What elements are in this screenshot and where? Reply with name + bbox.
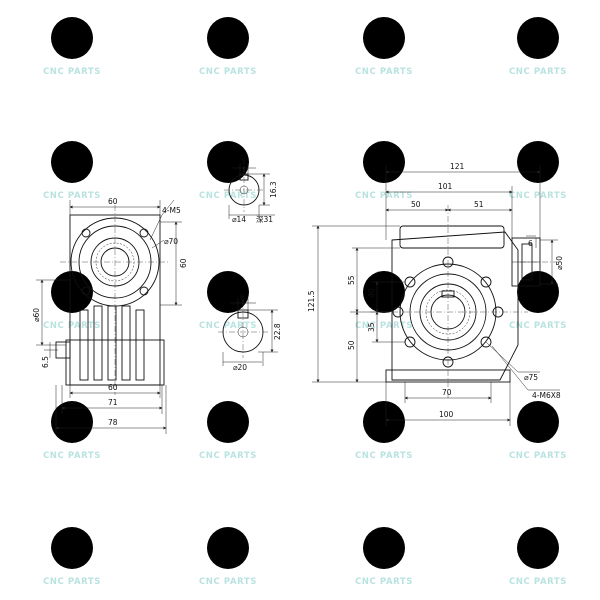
dim-h35: 35 <box>367 322 376 332</box>
dim-input-dia: ⌀50 <box>555 256 564 270</box>
watermark-logo: CNC PARTS <box>199 141 257 201</box>
watermark-logo: CNC PARTS <box>509 271 567 331</box>
watermark-logo: CNC PARTS <box>199 271 257 331</box>
dim-holes-m5: 4-M5 <box>162 206 181 215</box>
dim-bore-14: ⌀14 <box>232 215 246 224</box>
dim-flange-dia: ⌀70 <box>164 237 178 246</box>
front-bolt-hole <box>480 336 492 348</box>
front-worm-cover <box>399 225 505 249</box>
dim-h40: 40 <box>367 288 376 298</box>
watermark-logo: CNC PARTS <box>355 271 413 331</box>
watermark-logo: CNC PARTS <box>355 527 413 587</box>
watermark-layer: CNC PARTS CNC PARTS CNC PARTS CNC PARTS CNC … <box>43 17 567 587</box>
watermark-text: CNC PARTS <box>43 67 101 77</box>
watermark-logo: CNC PARTS <box>509 17 567 77</box>
dim-base-70: 70 <box>442 388 452 397</box>
watermark-text: CNC PARTS <box>199 577 257 587</box>
watermark-logo: CNC PARTS <box>355 141 413 201</box>
watermark-logo: CNC PARTS <box>509 527 567 587</box>
shaft-section-bottom: 6 22.8 ⌀20 <box>218 293 282 372</box>
watermark-logo: CNC PARTS <box>43 401 101 461</box>
dim-h50: 50 <box>347 340 356 350</box>
dim-key-depth-16: 16.3 <box>269 181 278 198</box>
watermark-text: CNC PARTS <box>199 451 257 461</box>
front-view: 121 101 50 51 ⌀50 6 121.5 55 40 35 50 ⌀7… <box>307 162 564 426</box>
dim-holes-m6: 4-M6X8 <box>532 391 561 400</box>
dim-base-100: 100 <box>439 410 454 419</box>
dim-base-71: 71 <box>108 398 118 407</box>
watermark-logo: CNC PARTS <box>355 401 413 461</box>
side-view: 60 4-M5 ⌀70 60 ⌀60 6.5 60 71 78 <box>32 197 188 434</box>
dim-height-121-5: 121.5 <box>307 290 316 312</box>
dim-w51: 51 <box>474 200 484 209</box>
watermark-text: CNC PARTS <box>355 577 413 587</box>
side-bolt-hole <box>81 286 91 296</box>
dim-base-60: 60 <box>108 383 118 392</box>
watermark-text: CNC PARTS <box>509 321 567 331</box>
watermark-text: CNC PARTS <box>355 451 413 461</box>
watermark-logo: CNC PARTS <box>355 17 413 77</box>
watermark-logo: CNC PARTS <box>43 271 101 331</box>
side-bolt-hole <box>81 228 91 238</box>
watermark-logo: CNC PARTS <box>509 141 567 201</box>
dim-key-width-6: 6 <box>240 293 245 302</box>
watermark-logo: CNC PARTS <box>509 401 567 461</box>
dim-depth-31: 深31 <box>256 215 273 224</box>
dim-hollow-dia: ⌀60 <box>32 308 41 322</box>
front-bolt-hole <box>480 276 492 288</box>
front-housing <box>391 231 519 381</box>
watermark-text: CNC PARTS <box>43 577 101 587</box>
watermark-text: CNC PARTS <box>509 67 567 77</box>
watermark-text: CNC PARTS <box>509 451 567 461</box>
dim-bore-20: ⌀20 <box>233 363 247 372</box>
side-bolt-hole <box>139 286 149 296</box>
watermark-text: CNC PARTS <box>199 67 257 77</box>
watermark-text: CNC PARTS <box>355 67 413 77</box>
watermark-logo: CNC PARTS <box>43 527 101 587</box>
dim-key-width-5: 5 <box>241 157 246 166</box>
watermark-text: CNC PARTS <box>43 321 101 331</box>
dim-key-depth-22: 22.8 <box>273 323 282 340</box>
watermark-text: CNC PARTS <box>43 451 101 461</box>
side-fins <box>79 305 145 381</box>
dim-base-78: 78 <box>108 418 118 427</box>
watermark-text: CNC PARTS <box>509 191 567 201</box>
dim-offset: 6.5 <box>41 356 50 368</box>
dim-width-121: 121 <box>450 162 465 171</box>
shaft-section-top: 5 16.3 ⌀14 深31 <box>224 157 278 224</box>
dim-w50: 50 <box>411 200 421 209</box>
watermark-logo: CNC PARTS <box>199 401 257 461</box>
side-bolt-hole <box>139 228 149 238</box>
side-shaft-stub <box>55 341 71 359</box>
dim-width-101: 101 <box>438 182 453 191</box>
dim-h55: 55 <box>347 275 356 285</box>
watermark-logo: CNC PARTS <box>199 527 257 587</box>
dim-key-6: 6 <box>528 239 533 248</box>
dim-flange-height: 60 <box>179 258 188 268</box>
watermark-logo: CNC PARTS <box>43 17 101 77</box>
watermark-text: CNC PARTS <box>509 577 567 587</box>
watermark-text: CNC PARTS <box>355 191 413 201</box>
watermark-logo: CNC PARTS <box>199 17 257 77</box>
dim-pcd: ⌀75 <box>524 373 538 382</box>
watermark-text: CNC PARTS <box>43 191 101 201</box>
watermark-text: CNC PARTS <box>355 321 413 331</box>
watermark-text: CNC PARTS <box>199 321 257 331</box>
dim-top-width: 60 <box>108 197 118 206</box>
watermark-text: CNC PARTS <box>199 191 257 201</box>
watermark-logo: CNC PARTS <box>43 141 101 201</box>
